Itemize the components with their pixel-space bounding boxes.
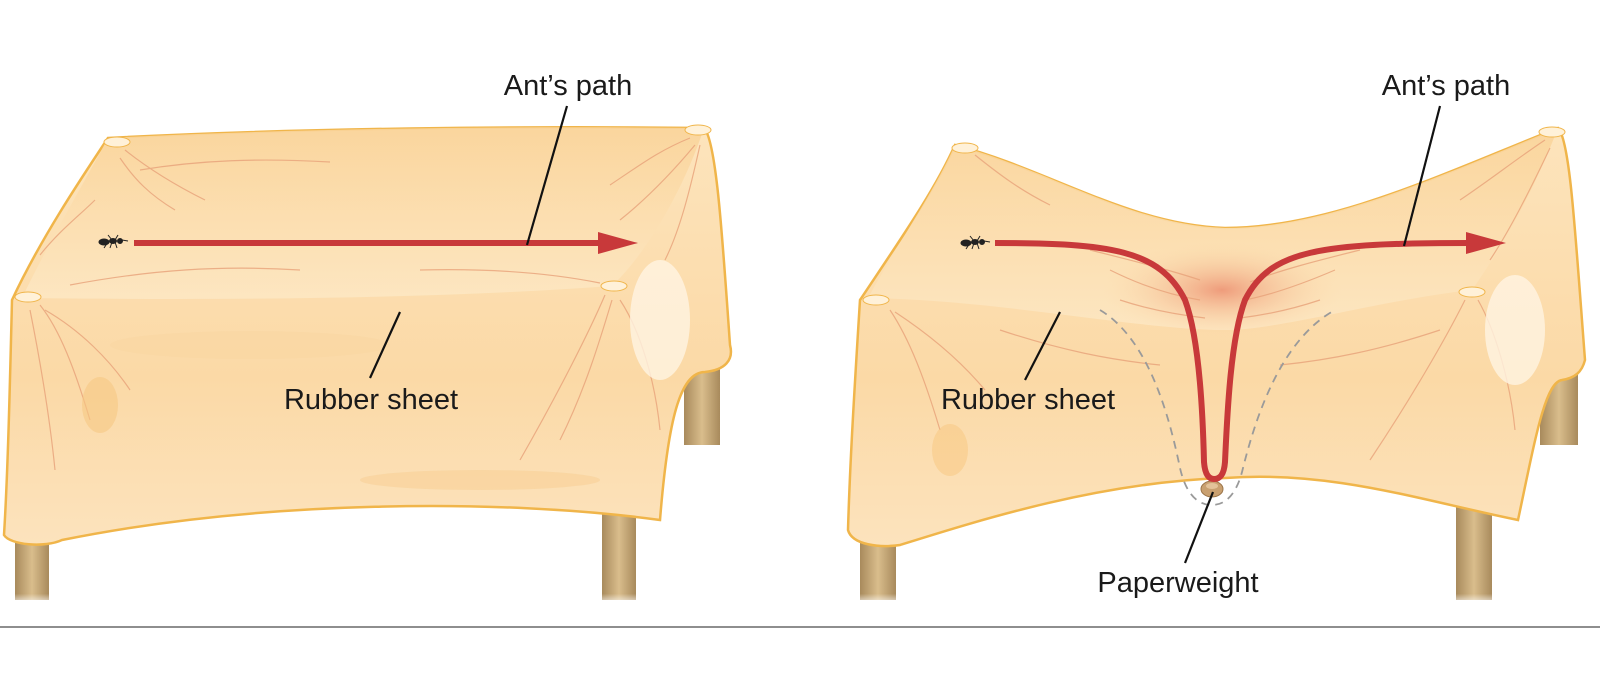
paperweight-leader-line: [1183, 491, 1215, 564]
sheet-creases: [29, 137, 701, 471]
rubber-sheet-curved: [846, 126, 1587, 548]
dip-shading: [1102, 242, 1342, 338]
table-legs: [850, 360, 1590, 605]
ants-path-label: Ant’s path: [504, 70, 632, 102]
rubber-sheet-label: Rubber sheet: [941, 384, 1115, 416]
rubber-sheet-flat: [2, 124, 733, 546]
paperweight-label: Paperweight: [1097, 567, 1258, 599]
deformation-outline: [1099, 309, 1336, 506]
ants-path-leader-line: [525, 105, 569, 246]
ants-path-label: Ant’s path: [1382, 70, 1510, 102]
sheet-creases: [889, 139, 1551, 461]
rubber-sheet-leader-line: [368, 311, 402, 379]
ants-path-arrow-straight: [134, 232, 638, 254]
curved-sheet-panel: Ant’s path Rubber sheet Paperweight: [846, 70, 1590, 605]
rubber-sheet-label: Rubber sheet: [284, 384, 458, 416]
flat-sheet-panel: Ant’s path Rubber sheet: [2, 70, 733, 605]
ant-icon: [960, 235, 991, 250]
rubber-sheet-leader-line: [1024, 311, 1061, 381]
ants-path-leader-line: [1402, 105, 1442, 247]
ants-path-arrow-curved: [994, 232, 1506, 482]
ant-icon: [98, 234, 129, 249]
